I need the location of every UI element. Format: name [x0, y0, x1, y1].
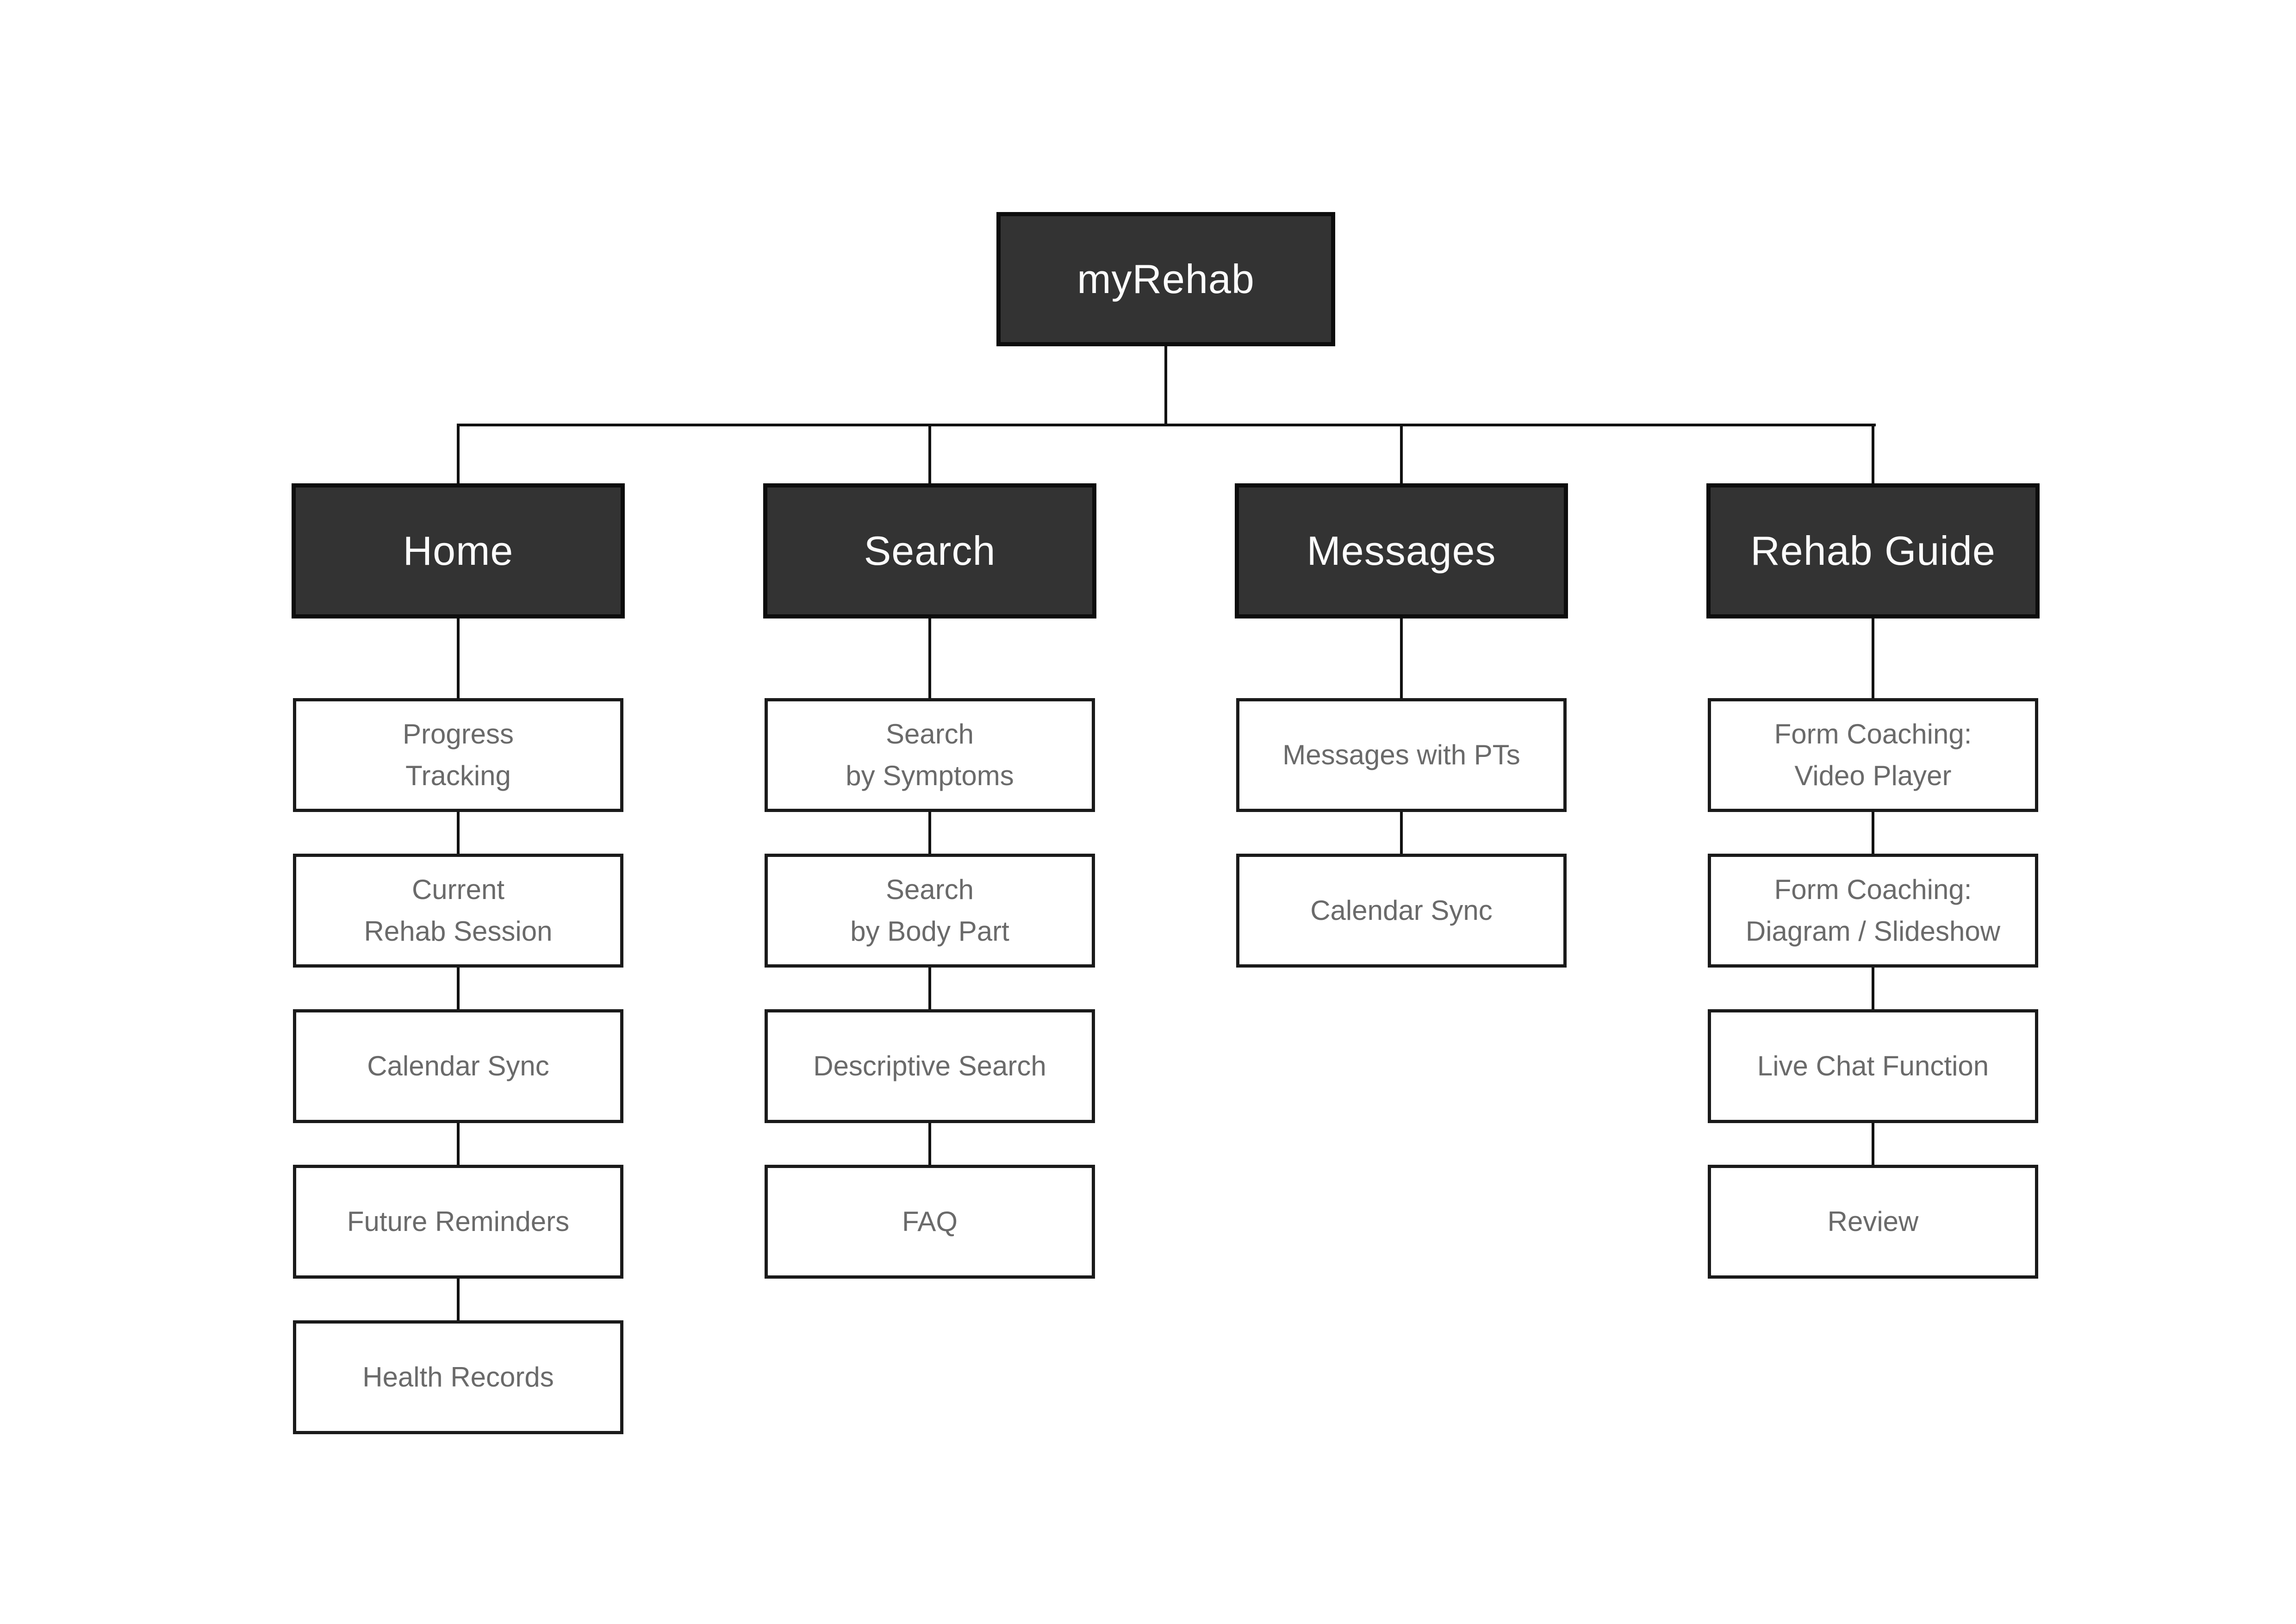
node-search-by-body-part: Search by Body Part [765, 854, 1095, 968]
connector-home-child-0-1 [457, 812, 460, 854]
connector-rehab-guide-child-1-2 [1872, 968, 1874, 1009]
connector-search-drop [928, 426, 931, 483]
connector-search-child-2-3 [928, 1123, 931, 1165]
connector-search-to-child-0 [928, 618, 931, 698]
connector-rehab-guide-drop [1872, 426, 1874, 483]
node-form-coaching-video-player: Form Coaching: Video Player [1708, 698, 2038, 812]
node-search: Search [763, 483, 1096, 618]
connector-rehab-guide-child-2-3 [1872, 1123, 1874, 1165]
connector-search-child-1-2 [928, 968, 931, 1009]
node-search-by-body-part-label: Search by Body Part [850, 874, 1009, 947]
node-progress-tracking: Progress Tracking [293, 698, 623, 812]
connector-home-child-2-3 [457, 1123, 460, 1165]
node-messages-calendar-sync: Calendar Sync [1236, 854, 1567, 968]
connector-search-child-0-1 [928, 812, 931, 854]
connector-rehab-guide-child-0-1 [1872, 812, 1874, 854]
connector-rehab-guide-to-child-0 [1872, 618, 1874, 698]
node-health-records-label: Health Records [362, 1362, 554, 1393]
node-messages-label: Messages [1307, 527, 1496, 574]
node-messages: Messages [1235, 483, 1568, 618]
node-search-by-symptoms-label: Search by Symptoms [846, 718, 1014, 791]
node-current-rehab-session-label: Current Rehab Session [364, 874, 553, 947]
node-faq: FAQ [765, 1165, 1095, 1279]
node-review: Review [1708, 1165, 2038, 1279]
node-messages-with-pts-label: Messages with PTs [1282, 739, 1520, 770]
node-progress-tracking-label: Progress Tracking [402, 718, 514, 791]
connector-home-drop [457, 426, 460, 483]
node-descriptive-search: Descriptive Search [765, 1009, 1095, 1123]
node-home: Home [292, 483, 625, 618]
node-home-calendar-sync-label: Calendar Sync [367, 1050, 549, 1081]
node-form-coaching-diagram-slideshow-label: Form Coaching: Diagram / Slideshow [1745, 874, 2001, 947]
connector-home-child-1-2 [457, 968, 460, 1009]
node-current-rehab-session: Current Rehab Session [293, 854, 623, 968]
node-live-chat-function-label: Live Chat Function [1757, 1050, 1989, 1081]
connector-root-stem [1164, 346, 1167, 424]
node-rehab-guide: Rehab Guide [1706, 483, 2040, 618]
connector-home-child-3-4 [457, 1279, 460, 1320]
node-rehab-guide-label: Rehab Guide [1750, 527, 1996, 574]
node-search-by-symptoms: Search by Symptoms [765, 698, 1095, 812]
node-home-calendar-sync: Calendar Sync [293, 1009, 623, 1123]
node-health-records: Health Records [293, 1320, 623, 1434]
node-myrehab: myRehab [996, 212, 1335, 346]
node-myrehab-label: myRehab [1077, 256, 1255, 302]
node-search-label: Search [864, 527, 996, 574]
connector-home-to-child-0 [457, 618, 460, 698]
node-form-coaching-diagram-slideshow: Form Coaching: Diagram / Slideshow [1708, 854, 2038, 968]
node-messages-calendar-sync-label: Calendar Sync [1310, 895, 1493, 926]
connector-branch-rail [457, 424, 1876, 426]
node-future-reminders-label: Future Reminders [347, 1206, 570, 1237]
node-form-coaching-video-player-label: Form Coaching: Video Player [1774, 718, 1972, 791]
node-messages-with-pts: Messages with PTs [1236, 698, 1567, 812]
connector-messages-child-0-1 [1400, 812, 1403, 854]
node-descriptive-search-label: Descriptive Search [813, 1050, 1046, 1081]
connector-messages-to-child-0 [1400, 618, 1403, 698]
connector-messages-drop [1400, 426, 1403, 483]
node-live-chat-function: Live Chat Function [1708, 1009, 2038, 1123]
node-faq-label: FAQ [902, 1206, 958, 1237]
node-review-label: Review [1827, 1206, 1919, 1237]
node-home-label: Home [403, 527, 514, 574]
node-future-reminders: Future Reminders [293, 1165, 623, 1279]
